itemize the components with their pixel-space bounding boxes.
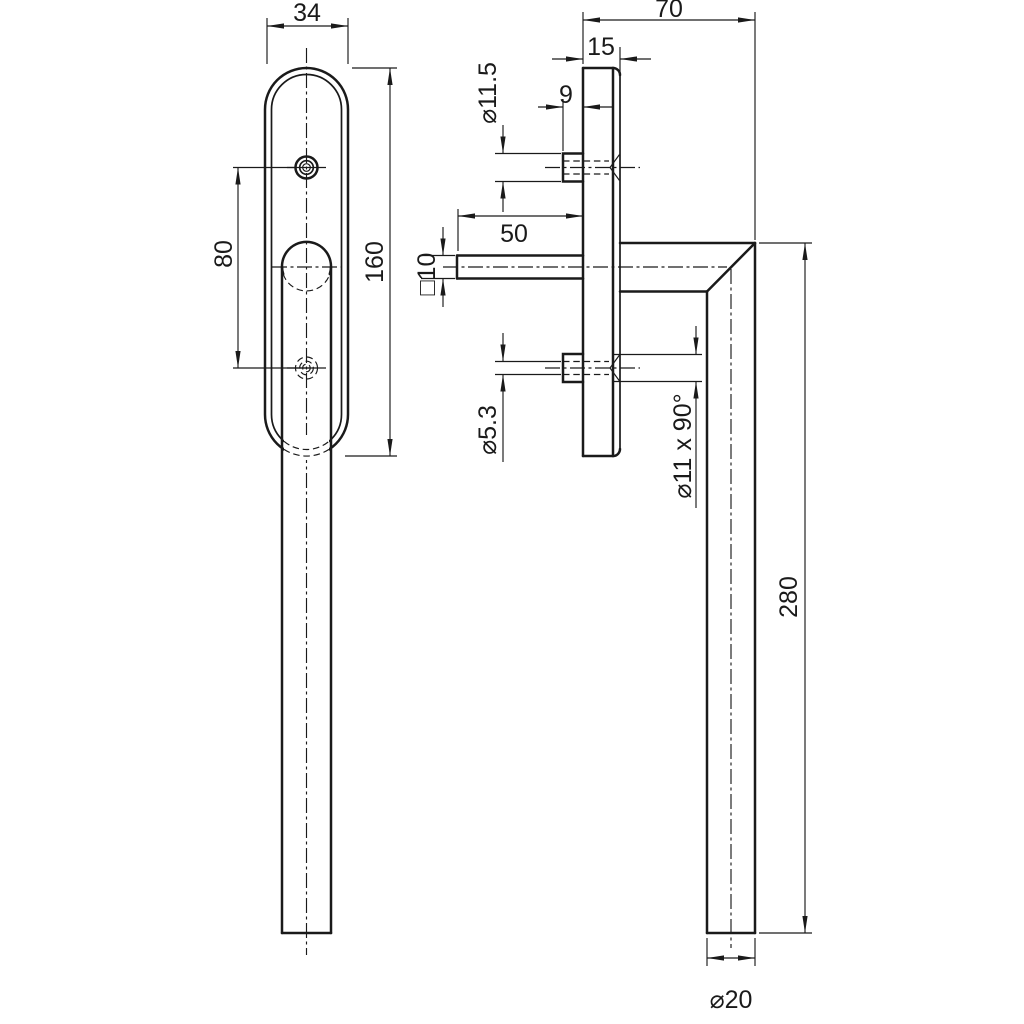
dim-9-label: 9: [559, 81, 573, 109]
dim-15-label: 15: [587, 33, 615, 61]
bottom-boss-outline: [561, 352, 585, 384]
handle-neck-circle-hidden: [282, 273, 331, 292]
dim-screwhole-label: ⌀5.3: [474, 405, 502, 455]
dim-square-label: □10: [413, 253, 441, 296]
dim-grip-label: ⌀20: [710, 986, 753, 1014]
plate-bottom-hidden-inner: [283, 440, 330, 451]
side-view: 70 15 9 ⌀11.5 50 □10 ⌀5.3: [413, 0, 812, 1014]
top-boss-outline: [561, 152, 585, 183]
plate-bottom-hidden-outer: [283, 448, 330, 457]
dim-280-label: 280: [775, 576, 803, 618]
dim-70-label: 70: [655, 0, 683, 23]
dim-160-label: 160: [361, 241, 389, 283]
arm-miter-edge: [705, 241, 757, 293]
dim-50-label: 50: [500, 220, 528, 248]
dim-80-label: 80: [210, 240, 238, 268]
front-view: 34 80 160: [210, 0, 397, 955]
dim-insert-label: ⌀11.5: [474, 62, 502, 124]
handle-neck-circle: [280, 240, 333, 276]
dim-34-label: 34: [293, 0, 321, 27]
dim-countersink-label: ⌀11 x 90°: [669, 393, 697, 498]
